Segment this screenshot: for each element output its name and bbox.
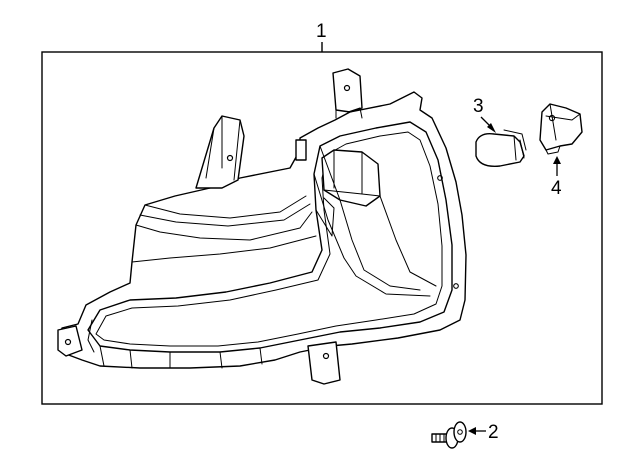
left-mount-bracket: [195, 115, 245, 189]
socket[interactable]: [539, 103, 583, 155]
bulb-glass: [475, 132, 525, 167]
callout-4-label[interactable]: 4: [551, 178, 562, 199]
bulb[interactable]: [475, 129, 527, 167]
callout-2-label[interactable]: 2: [488, 422, 499, 443]
housing-outer-outline: [59, 91, 467, 369]
callout-3-arrowhead: [487, 123, 496, 133]
lens-outline: [87, 121, 453, 353]
callout-1-label[interactable]: 1: [316, 21, 327, 42]
side-clip: [295, 139, 307, 161]
socket-body: [539, 103, 583, 151]
screw[interactable]: [431, 421, 467, 449]
lens-inner-ring: [95, 131, 443, 347]
fog-lamp-housing[interactable]: [57, 68, 467, 385]
callout-4-arrowhead: [553, 156, 561, 164]
callout-3-label[interactable]: 3: [473, 96, 484, 117]
bottom-mount-tab: [307, 341, 341, 385]
screw-head: [453, 421, 467, 443]
callout-2-arrowhead: [468, 427, 476, 435]
